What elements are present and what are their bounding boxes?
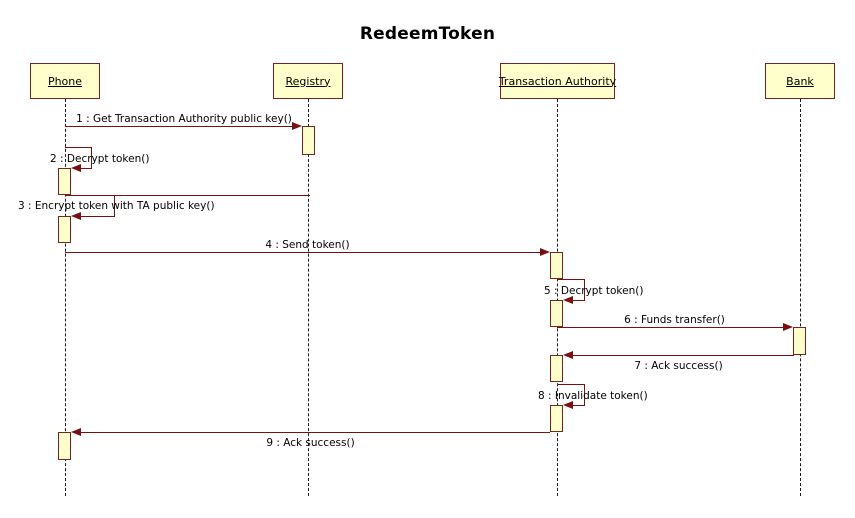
message-5-line-bottom	[572, 300, 585, 301]
participant-phone[interactable]: Phone	[30, 63, 100, 99]
message-2-line-right	[91, 147, 92, 168]
activation-registry-1	[302, 126, 315, 155]
message-4-arrowhead	[540, 247, 550, 256]
message-6-arrowhead	[783, 322, 793, 331]
message-2-line-top	[65, 147, 92, 148]
message-7-line	[572, 355, 794, 356]
activation-phone-3	[58, 216, 71, 243]
message-5-label: 5 : Decrypt token()	[544, 285, 644, 297]
message-9-line	[80, 432, 550, 433]
message-4-label: 4 : Send token()	[265, 239, 350, 251]
activation-phone-2	[58, 168, 71, 195]
lifeline-bank	[800, 99, 801, 496]
message-9-label: 9 : Ack success()	[266, 437, 355, 449]
message-6-line	[557, 327, 786, 328]
message-3-line-right	[114, 195, 115, 216]
participant-transaction-authority[interactable]: Transaction Authority	[498, 63, 617, 99]
message-7-label: 7 : Ack success()	[634, 360, 723, 372]
participant-bank[interactable]: Bank	[765, 63, 835, 99]
message-3-line-top	[65, 195, 310, 196]
message-8-label: 8 : Invalidate token()	[538, 390, 648, 402]
participant-registry[interactable]: Registry	[273, 63, 343, 99]
lifeline-transaction-authority	[557, 99, 558, 496]
diagram-title: RedeemToken	[359, 24, 496, 44]
message-3-arrowhead	[71, 211, 81, 220]
message-4-line	[65, 252, 543, 253]
message-1-label: 1 : Get Transaction Authority public key…	[76, 113, 292, 125]
activation-phone-9	[58, 432, 71, 460]
message-9-arrowhead	[71, 427, 81, 436]
message-6-label: 6 : Funds transfer()	[624, 314, 725, 326]
message-2-line-bottom	[80, 168, 92, 169]
message-5-arrowhead	[563, 295, 573, 304]
activation-ta-5	[550, 300, 563, 327]
message-1-line	[65, 126, 295, 127]
lifeline-registry	[308, 99, 309, 496]
message-5-line-right	[584, 279, 585, 300]
message-3-line-bottom	[80, 216, 115, 217]
message-1-arrowhead	[292, 121, 302, 130]
message-8-arrowhead	[563, 400, 573, 409]
message-8-line-top	[557, 384, 585, 385]
participant-registry-label: Registry	[285, 74, 331, 88]
message-2-label: 2 : Decrypt token()	[50, 153, 150, 165]
message-5-line-top	[557, 279, 585, 280]
lifeline-phone	[65, 99, 66, 496]
participant-transaction-authority-label: Transaction Authority	[498, 74, 617, 88]
message-7-arrowhead	[563, 350, 573, 359]
activation-ta-4	[550, 252, 563, 279]
message-3-label: 3 : Encrypt token with TA public key()	[18, 200, 215, 212]
activation-ta-8	[550, 405, 563, 432]
activation-bank-6	[793, 327, 806, 355]
message-2-arrowhead	[71, 163, 81, 172]
participant-bank-label: Bank	[786, 74, 814, 88]
message-8-line-bottom	[572, 405, 585, 406]
activation-ta-7	[550, 355, 563, 382]
participant-phone-label: Phone	[47, 74, 83, 88]
message-8-line-right	[584, 384, 585, 405]
